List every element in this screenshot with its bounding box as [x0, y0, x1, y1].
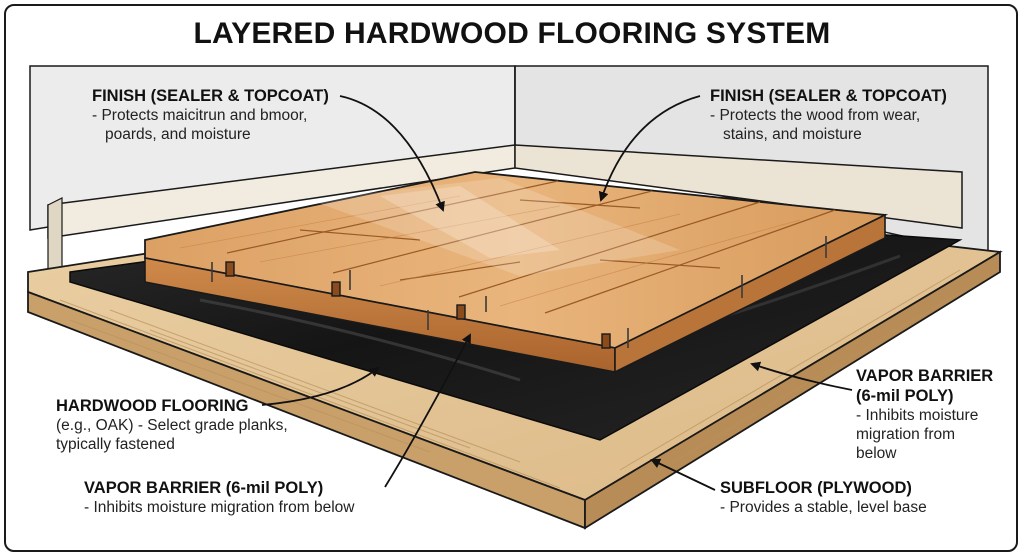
label-hardwood-line-2: typically fastened	[56, 436, 175, 453]
baseboard	[47, 144, 963, 276]
label-subfloor-heading: SUBFLOOR (PLYWOOD)	[720, 479, 912, 497]
label-vapor-right-heading-1: VAPOR BARRIER	[856, 367, 994, 385]
label-finish-right-line-1: - Protects the wood from wear,	[710, 107, 921, 124]
label-finish-left: FINISH (SEALER & TOPCOAT) - Protects mai…	[92, 86, 329, 144]
label-finish-left-line-1: - Protects maicitrun and bmoor,	[92, 107, 308, 124]
label-hardwood: HARDWOOD FLOORING (e.g., OAK) - Select g…	[56, 396, 288, 454]
label-vapor-bottom: VAPOR BARRIER (6-mil POLY) - Inhibits mo…	[84, 478, 355, 517]
arrow-vapor-right	[750, 361, 853, 391]
arrow-hardwood	[261, 366, 380, 406]
label-vapor-right: VAPOR BARRIER (6-mil POLY) - Inhibits mo…	[856, 366, 993, 463]
label-finish-left-line-2: poards, and moisture	[105, 126, 251, 143]
label-subfloor-line-1: - Provides a stable, level base	[720, 499, 927, 516]
arrow-subfloor	[650, 458, 716, 491]
label-hardwood-heading: HARDWOOD FLOORING	[56, 397, 249, 415]
arrow-finish-right	[598, 95, 701, 202]
label-vapor-bottom-heading: VAPOR BARRIER (6-mil POLY)	[84, 479, 324, 497]
label-subfloor: SUBFLOOR (PLYWOOD) - Provides a stable, …	[720, 478, 927, 517]
arrow-finish-left	[339, 95, 445, 212]
label-vapor-right-line-2: migration from	[856, 426, 956, 443]
label-finish-right-heading: FINISH (SEALER & TOPCOAT)	[710, 87, 947, 105]
label-vapor-right-heading-2: (6-mil POLY)	[856, 387, 954, 405]
label-vapor-right-line-3: below	[856, 445, 897, 462]
label-vapor-right-line-1: - Inhibits moisture	[856, 407, 979, 424]
label-vapor-bottom-line-1: - Inhibits moisture migration from below	[84, 499, 355, 516]
hardwood-planks	[144, 171, 889, 374]
leader-arrows	[261, 95, 853, 491]
label-finish-right-line-2: stains, and moisture	[723, 126, 862, 143]
label-hardwood-line-1: (e.g., OAK) - Select grade planks,	[56, 417, 288, 434]
label-finish-right: FINISH (SEALER & TOPCOAT) - Protects the…	[710, 86, 947, 144]
label-finish-left-heading: FINISH (SEALER & TOPCOAT)	[92, 87, 329, 105]
diagram-title: LAYERED HARDWOOD FLOORING SYSTEM	[193, 17, 831, 50]
arrow-vapor-bottom	[384, 333, 471, 488]
